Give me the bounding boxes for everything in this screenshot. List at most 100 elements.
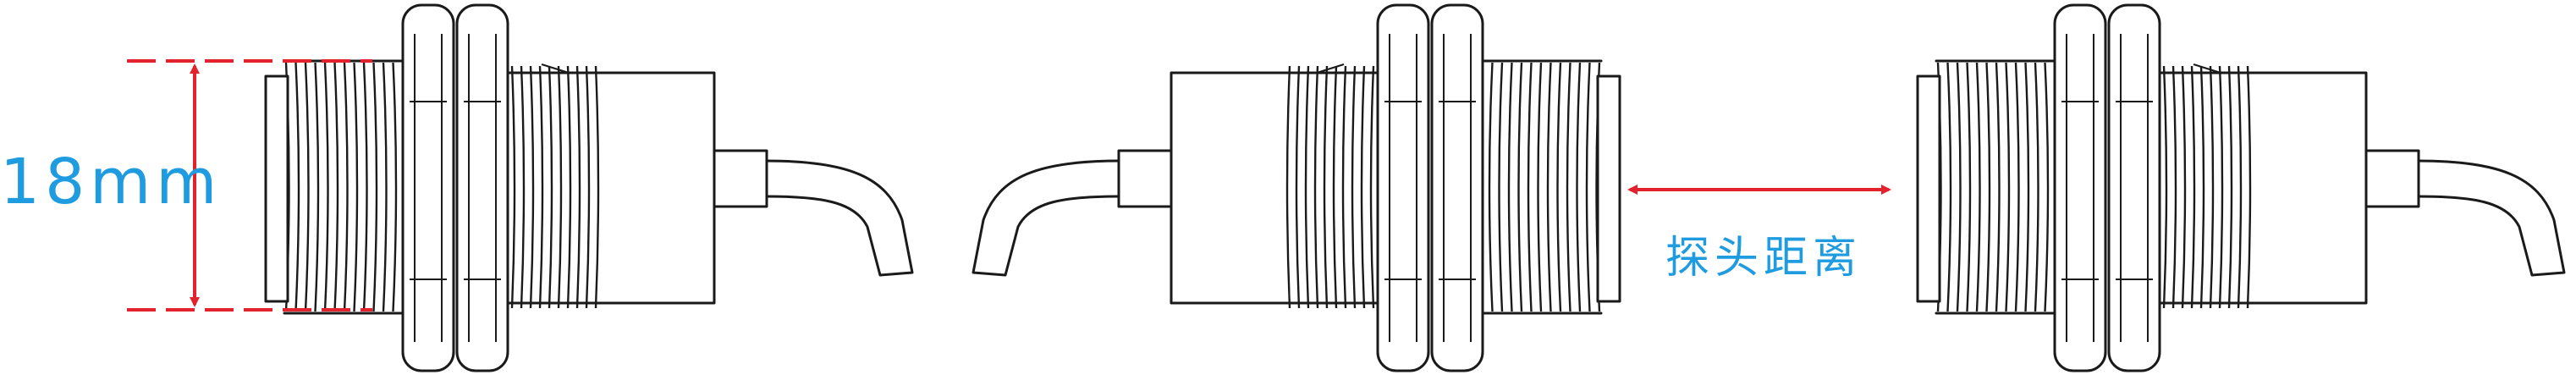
thread-line (594, 65, 600, 309)
thread-line (557, 65, 563, 309)
thread-line (2209, 65, 2215, 309)
cable-gland (711, 149, 768, 208)
thread-line (1498, 62, 1504, 312)
thread-line (1517, 62, 1523, 312)
thread-line (1304, 65, 1310, 309)
thread-line (1966, 62, 1972, 312)
thread-line (392, 62, 398, 312)
thread-line (1313, 65, 1319, 309)
thread-line (1537, 62, 1543, 312)
left-sensor (264, 3, 914, 372)
thread-line (2014, 62, 2020, 312)
thread-line (304, 62, 310, 312)
rear-nut (2107, 3, 2161, 372)
thread-line (2044, 62, 2050, 312)
thread-line (2246, 65, 2252, 309)
thread-line (2237, 65, 2243, 309)
thread-line (510, 65, 516, 309)
cable (2416, 159, 2566, 277)
rear-threads (510, 65, 600, 309)
thread-line (575, 65, 581, 309)
thread-line (353, 62, 359, 312)
thread-line (529, 65, 535, 309)
rear-body (2155, 71, 2368, 305)
thread-line (1566, 62, 1571, 312)
thread-line (1369, 65, 1375, 309)
rear-nut (455, 3, 509, 372)
thread-line (1946, 62, 1952, 312)
thread-line (538, 65, 544, 309)
thread-line (333, 62, 339, 312)
thread-line (1956, 62, 1962, 312)
thread-line (1332, 65, 1338, 309)
thread-line (566, 65, 572, 309)
thread-line (520, 65, 526, 309)
thread-line (1556, 62, 1562, 312)
thread-line (1527, 62, 1533, 312)
front-threads (284, 62, 398, 312)
thread-line (1295, 65, 1301, 309)
body-edge (2193, 63, 2221, 74)
sensing-face (1596, 74, 1621, 303)
thread-line (1285, 65, 1291, 309)
thread-line (1585, 62, 1591, 312)
thread-line (1975, 62, 1981, 312)
body-edge (541, 63, 570, 74)
rear-body (1170, 71, 1383, 305)
front-nut (2053, 3, 2107, 372)
thread-line (2190, 65, 2196, 309)
thread-line (1507, 62, 1513, 312)
front-threads (1488, 62, 1601, 312)
rear-threads (1285, 65, 1375, 309)
thread-outline (1935, 59, 2056, 315)
thread-line (1351, 65, 1357, 309)
thread-line (2218, 65, 2224, 309)
body-edge (1316, 63, 1345, 74)
thread-line (343, 62, 349, 312)
thread-line (2005, 62, 2011, 312)
distance-dimension: 探头距离 (1627, 185, 1891, 284)
thread-line (372, 62, 378, 312)
thread-line (2034, 62, 2039, 312)
rear-body (503, 71, 716, 305)
middle-sensor (972, 3, 1621, 372)
thread-line (1323, 65, 1329, 309)
thread-line (1341, 65, 1347, 309)
rear-threads (2162, 65, 2252, 309)
thread-line (2181, 65, 2187, 309)
thread-line (1985, 62, 1991, 312)
cable (764, 159, 914, 277)
thread-line (362, 62, 368, 312)
cable-gland (1117, 149, 1175, 208)
front-nut (1430, 3, 1484, 372)
thread-line (1576, 62, 1582, 312)
diameter-label: 18mm (0, 146, 222, 218)
sensing-face (1916, 74, 1941, 303)
diameter-dimension: 18mm (0, 59, 372, 312)
thread-line (2162, 65, 2168, 309)
sensing-face (264, 74, 289, 303)
thread-line (2199, 65, 2205, 309)
thread-line (2227, 65, 2233, 309)
thread-line (585, 65, 591, 309)
thread-line (294, 62, 300, 312)
thread-line (314, 62, 320, 312)
front-nut (401, 3, 455, 372)
thread-line (1488, 62, 1494, 312)
cable-gland (2363, 149, 2420, 208)
thread-outline (1481, 59, 1603, 315)
rear-nut (1376, 3, 1430, 372)
thread-line (1360, 65, 1366, 309)
front-threads (1936, 62, 2050, 312)
thread-line (2024, 62, 2030, 312)
distance-label: 探头距离 (1665, 233, 1862, 284)
thread-line (1995, 62, 2001, 312)
thread-line (2171, 65, 2177, 309)
thread-line (1546, 62, 1552, 312)
cable (972, 159, 1121, 277)
right-sensor (1916, 3, 2566, 372)
thread-line (323, 62, 329, 312)
thread-line (548, 65, 553, 309)
thread-line (382, 62, 388, 312)
